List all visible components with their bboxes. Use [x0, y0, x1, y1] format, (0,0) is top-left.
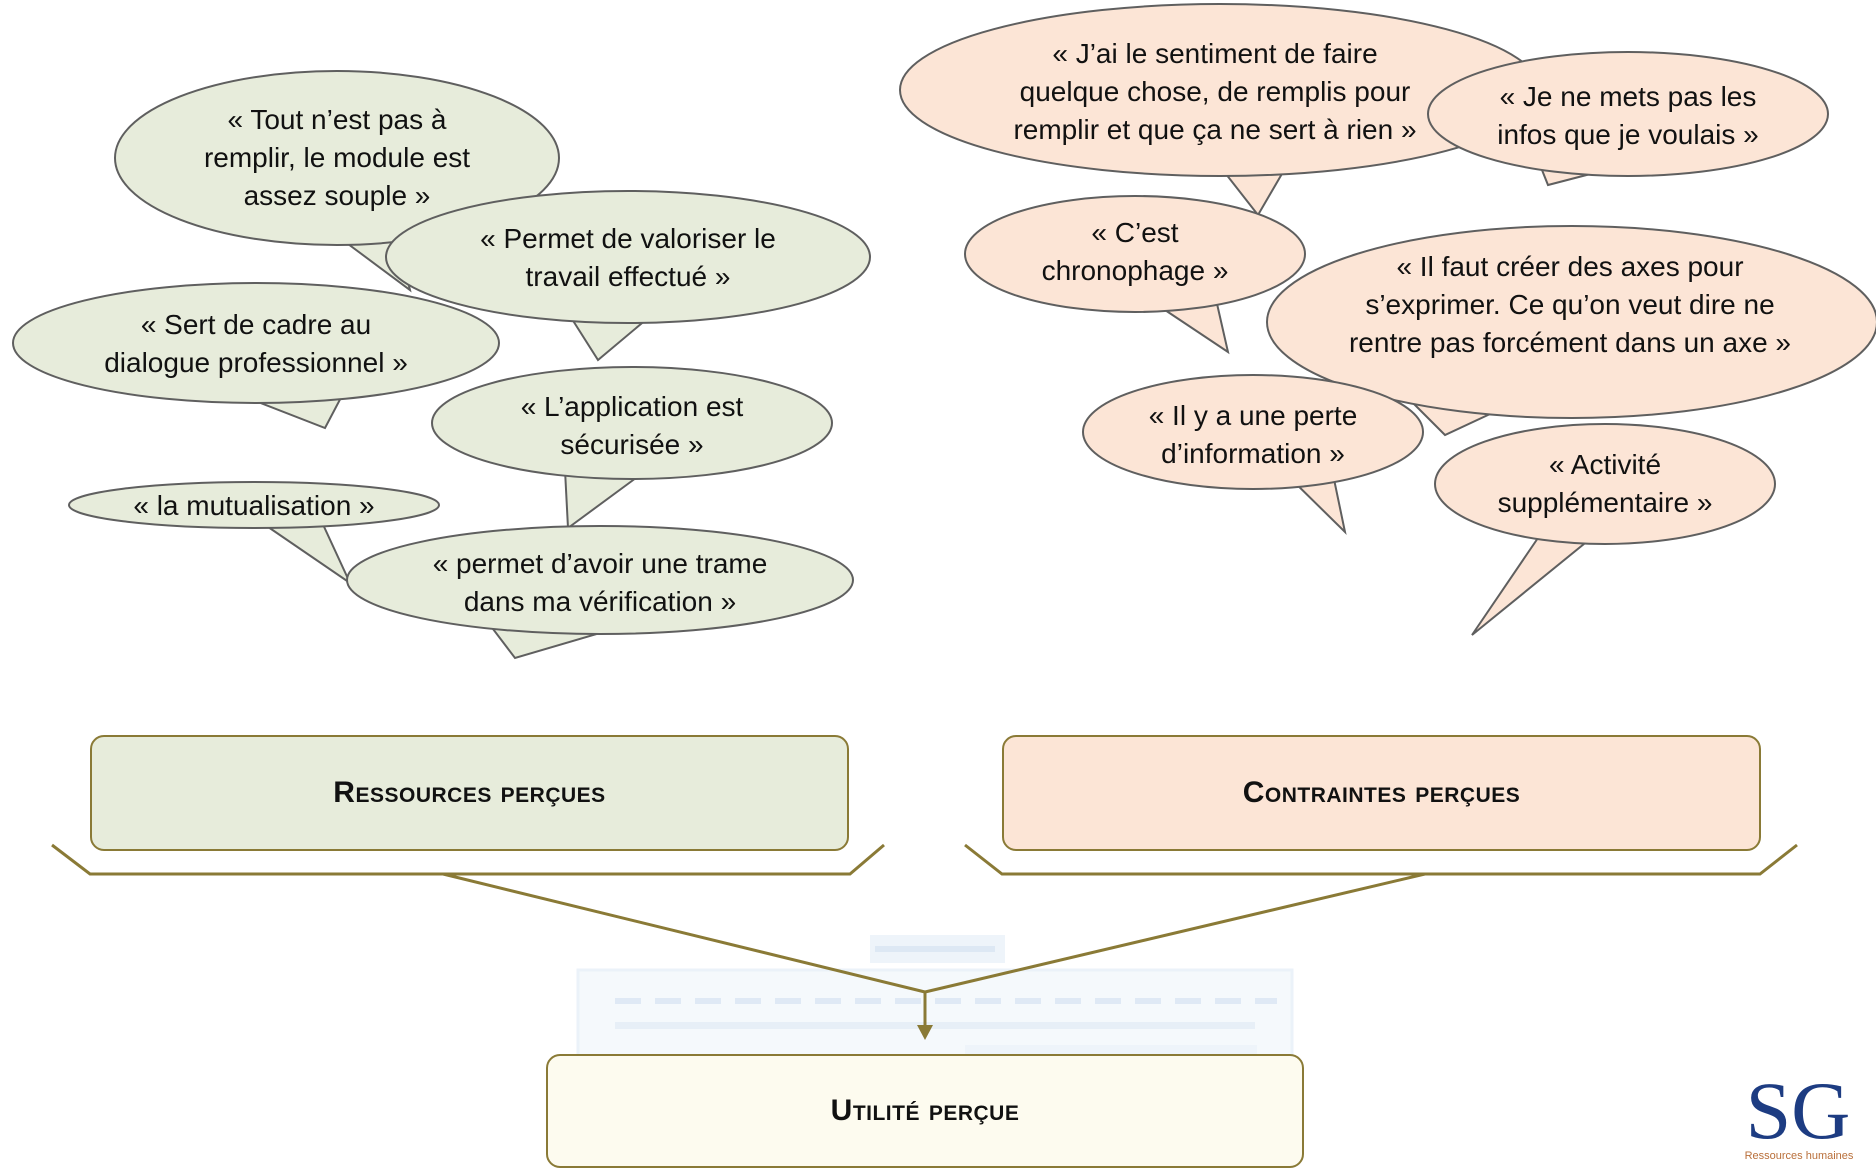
green-speech-bubbles: [12, 70, 871, 660]
quote-securisee: « L’application est sécurisée »: [520, 391, 744, 460]
connector-lines: [51, 843, 1798, 1028]
bubble-securisee: [431, 366, 833, 480]
bubble-axes: [1266, 225, 1876, 419]
quote-sentiment: « J’ai le sentiment de faire quelque cho…: [1013, 38, 1417, 145]
quote-activite: « Activité supplémentaire »: [1497, 449, 1713, 518]
bubble-cadre-dialogue: [12, 282, 500, 404]
bubble-chronophage: [964, 195, 1306, 313]
quote-valoriser: « Permet de valoriser le travail effectu…: [480, 223, 776, 292]
bubble-valoriser: [385, 190, 871, 324]
right-bracket: [964, 843, 1798, 876]
sg-logo: SG: [1745, 1065, 1851, 1156]
bubble-trame: [346, 525, 854, 635]
quote-trame: « permet d’avoir une trame dans ma vérif…: [432, 548, 768, 617]
bubble-tout-nest-pas: [114, 70, 560, 246]
quote-perte: « Il y a une perte d’information »: [1148, 400, 1358, 469]
left-bracket: [51, 843, 885, 876]
quote-chronophage: « C’est chronophage »: [1041, 217, 1229, 286]
ressources-box: Ressources perçues: [90, 735, 849, 851]
utilite-box: Utilité perçue: [546, 1054, 1304, 1168]
sg-logo-subtitle: Ressources humaines: [1744, 1150, 1854, 1162]
quote-tout-nest-pas: « Tout n’est pas à remplir, le module es…: [203, 104, 471, 211]
quote-cadre-dialogue: « Sert de cadre au dialogue professionne…: [104, 309, 408, 378]
quote-infos: « Je ne mets pas les infos que je voulai…: [1497, 81, 1759, 150]
bubble-infos: [1427, 51, 1829, 177]
left-connector: [442, 872, 926, 994]
quote-mutualisation: « la mutualisation »: [133, 490, 375, 521]
arrow-head: [917, 1025, 933, 1040]
right-connector: [924, 872, 1426, 994]
quote-axes: « Il faut créer des axes pour s’exprimer…: [1348, 251, 1792, 358]
bubble-perte: [1082, 374, 1424, 490]
contraintes-box: Contraintes perçues: [1002, 735, 1761, 851]
bubble-activite: [1471, 534, 1598, 636]
faded-background-screenshot: [576, 935, 1294, 1067]
bubble-mutualisation: [68, 481, 440, 529]
orange-speech-bubbles: [899, 3, 1876, 636]
bubble-activite: [1434, 423, 1776, 545]
